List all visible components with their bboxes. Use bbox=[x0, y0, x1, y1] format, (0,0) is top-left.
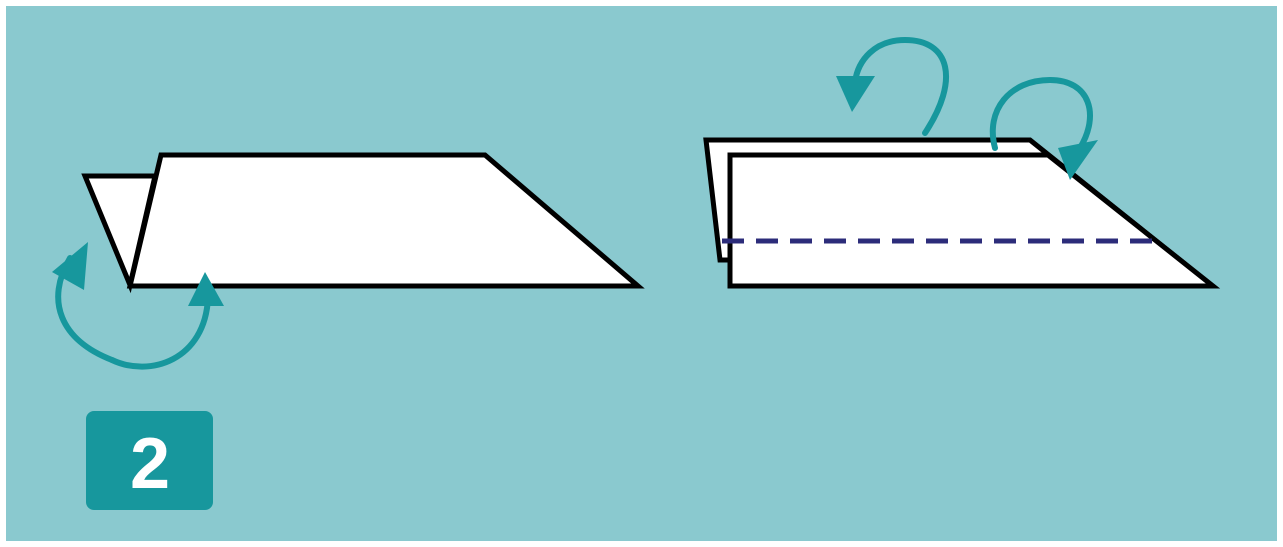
step-number: 2 bbox=[130, 424, 170, 504]
step-badge: 2 bbox=[86, 411, 213, 510]
